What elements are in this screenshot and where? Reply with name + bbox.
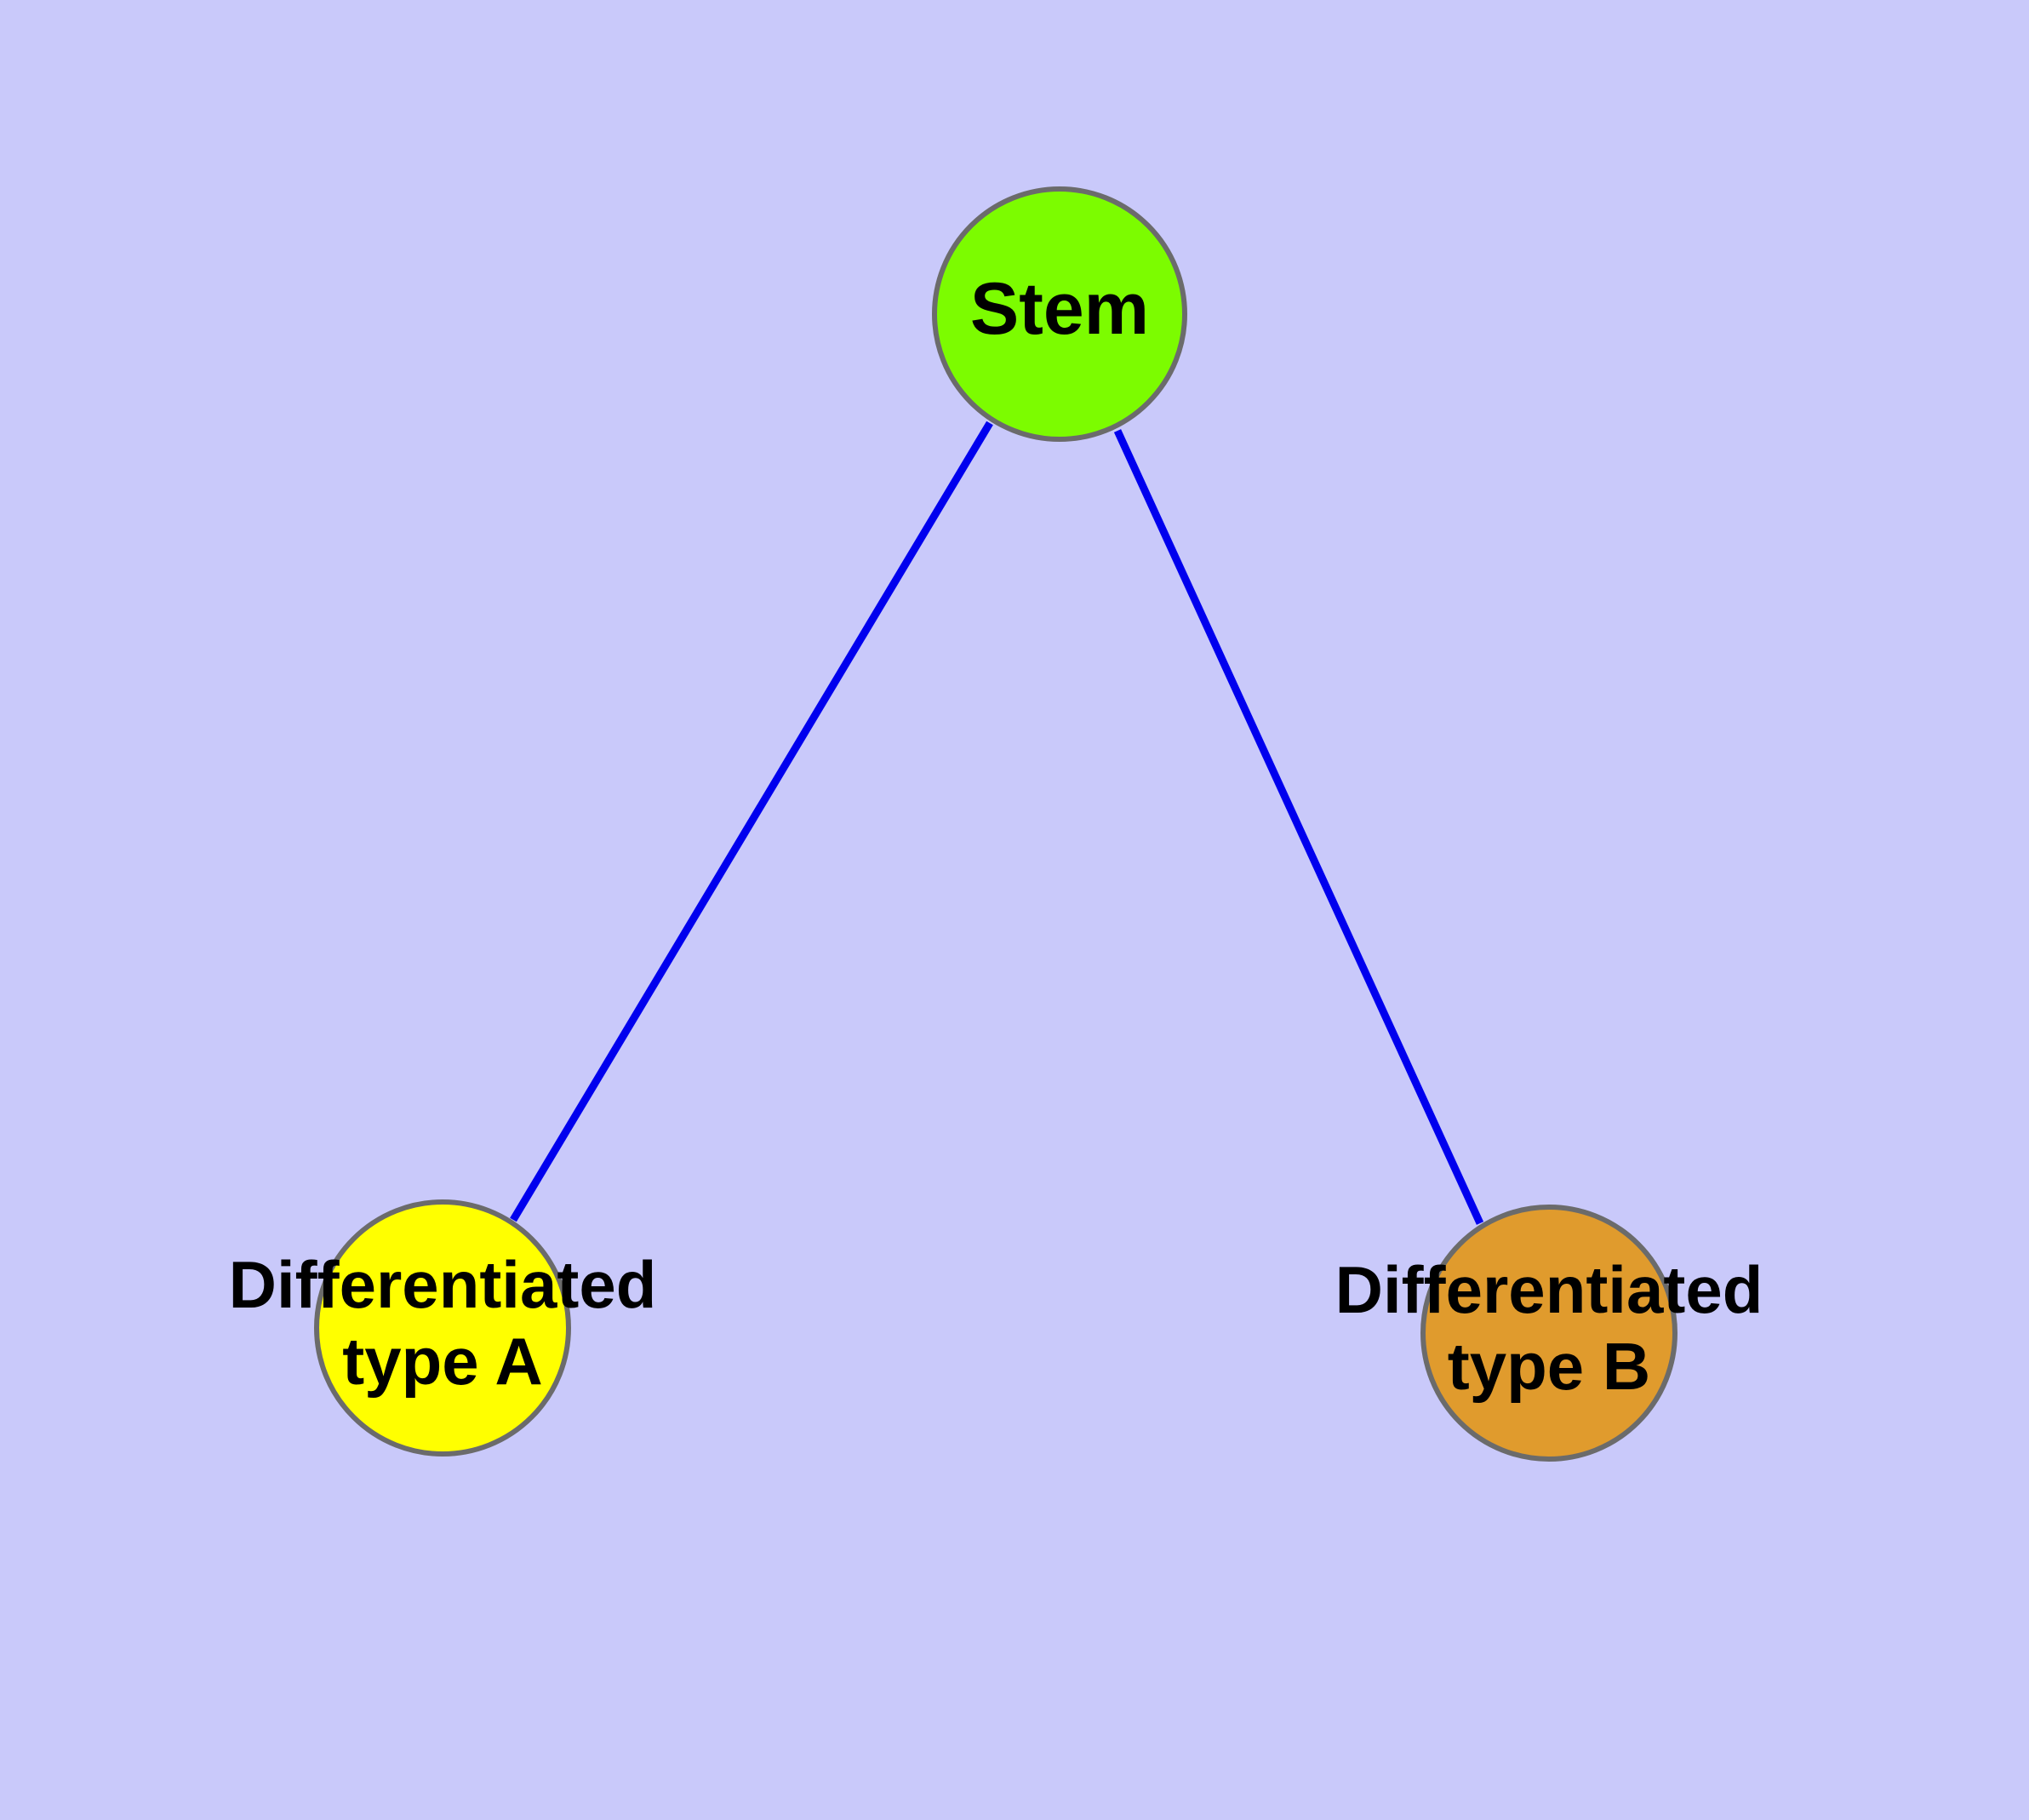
edge-stem-to-diff-a[interactable] [510,421,993,1222]
node-label-line: Differentiated [1335,1251,1763,1326]
node-circle-stem[interactable] [932,186,1187,442]
node-label-line: Stem [970,268,1149,350]
node-label-line: type A [342,1324,543,1399]
node-label-stem: Stem [970,268,1149,350]
node-circle-diff_b[interactable] [1420,1205,1677,1462]
node-circle-diff_a[interactable] [314,1199,571,1457]
node-label-line: Differentiated [229,1246,657,1321]
edge-stem-to-diff-b[interactable] [1113,429,1484,1225]
node-stem[interactable]: Stem [932,186,1187,442]
node-label-line: type B [1448,1329,1650,1404]
edges-layer [510,421,1484,1225]
